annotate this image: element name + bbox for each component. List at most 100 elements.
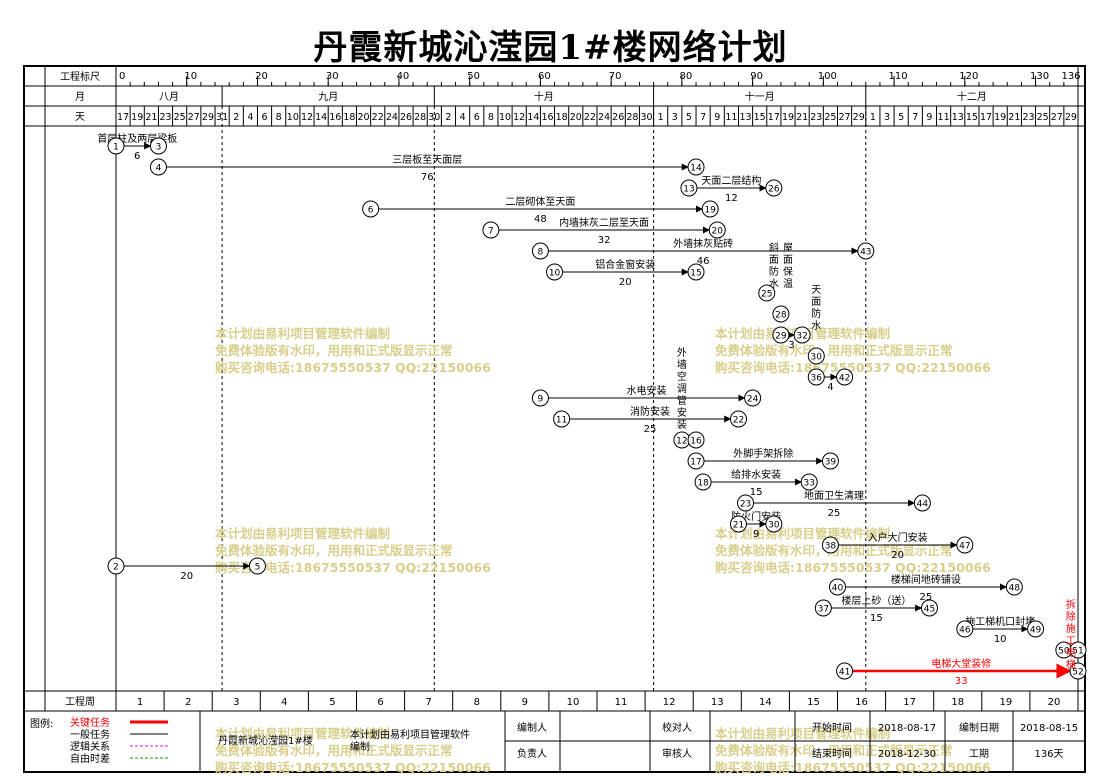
vertical-label-char: 梯: [1066, 658, 1076, 671]
day-label-cell: 8: [488, 112, 494, 123]
task-duration: 46: [697, 256, 710, 267]
node-label: 15: [690, 269, 701, 279]
node-label: 38: [825, 542, 837, 552]
month-label-0: 八月: [159, 91, 179, 103]
node-label: 46: [959, 626, 971, 636]
week-label-cell: 15: [807, 697, 820, 708]
week-label-cell: 13: [711, 697, 724, 708]
day-label-cell: 15: [754, 112, 766, 123]
day-label-cell: 21: [145, 112, 157, 123]
node-label: 29: [775, 332, 787, 342]
day-label-cell: 7: [700, 112, 706, 123]
footer-start-label: 开始时间: [812, 721, 852, 734]
vertical-label-char: 面: [783, 255, 793, 266]
day-label-cell: 27: [839, 112, 851, 123]
task-duration: 9: [753, 529, 759, 540]
task-name: 水电安装: [627, 384, 667, 397]
scale-tick-label: 120: [959, 71, 978, 82]
vertical-label-char: 水: [769, 278, 779, 290]
day-label-cell: 6: [262, 112, 268, 123]
vertical-label-char: 外: [677, 347, 687, 359]
node-circle: [800, 473, 818, 491]
task-duration: 25: [644, 424, 657, 435]
day-label-cell: 10: [287, 112, 299, 123]
node-circle: [956, 620, 974, 638]
node-label: 17: [690, 458, 701, 468]
node-circle: [836, 368, 854, 386]
node-circle: [531, 242, 549, 260]
vertical-label-char: 面: [769, 255, 779, 266]
node-circle: [1069, 662, 1087, 680]
vertical-label-char: 空: [677, 370, 687, 383]
watermark-text: 购买咨询电话:18675550537 QQ:22150066: [715, 360, 991, 375]
watermark-text: 免费体验版有水印，用用和正式版显示正常: [215, 543, 453, 558]
node-circle: [956, 536, 974, 554]
watermark-text: 本计划由易利项目管理软件编制: [715, 726, 890, 741]
node-circle: [1069, 641, 1087, 659]
node-label: 7: [488, 227, 494, 237]
day-label-cell: 30: [428, 112, 440, 123]
node-label: 9: [538, 395, 544, 405]
day-label-cell: 7: [912, 112, 918, 123]
node-label: 30: [811, 353, 823, 363]
month-label-3: 十一月: [745, 90, 775, 103]
node-label: 8: [538, 248, 544, 258]
day-label-cell: 1: [658, 112, 664, 123]
day-label-cell: 27: [1051, 112, 1063, 123]
task-name: 楼层上砂（送）: [841, 594, 911, 607]
node-label: 48: [1009, 584, 1021, 594]
node-circle: [553, 410, 571, 428]
day-label-cell: 22: [584, 112, 596, 123]
node-circle: [857, 242, 875, 260]
task-duration: 48: [534, 214, 547, 225]
task-duration: 32: [598, 235, 611, 246]
node-label: 39: [825, 458, 837, 468]
footer-end-label: 结束时间: [812, 747, 852, 760]
week-label-cell: 2: [185, 697, 191, 708]
day-label-cell: 2: [445, 112, 451, 123]
node-label: 13: [683, 185, 694, 195]
node-circle: [107, 557, 125, 575]
day-label-cell: 21: [1008, 112, 1020, 123]
node-circle: [913, 494, 931, 512]
day-label: 天: [75, 112, 85, 123]
watermark-text: 购买咨询电话:18675550537 QQ:22150066: [215, 760, 491, 775]
node-circle: [546, 263, 564, 281]
week-label-cell: 20: [1048, 697, 1061, 708]
node-circle: [531, 389, 549, 407]
node-circle: [687, 431, 705, 449]
node-circle: [687, 263, 705, 281]
vertical-label-char: 面: [811, 297, 821, 308]
node-label: 51: [1072, 647, 1083, 657]
day-label-cell: 15: [966, 112, 978, 123]
scale-tick-label: 80: [680, 71, 693, 82]
day-label-cell: 20: [570, 112, 582, 123]
node-label: 42: [839, 374, 850, 384]
task-name: 内墙抹灰二层至天面: [559, 216, 649, 229]
node-label: 18: [697, 479, 709, 489]
footer-duration: 136天: [1034, 749, 1063, 760]
week-label: 工程周: [65, 696, 95, 708]
task-name: 消防安装: [630, 405, 670, 418]
scale-tick-label: 100: [818, 71, 837, 82]
watermark-text: 免费体验版有水印，用用和正式版显示正常: [215, 743, 453, 758]
task-name: 楼梯间地砖铺设: [891, 573, 961, 586]
watermark-text: 免费体验版有水印，用用和正式版显示正常: [215, 343, 453, 358]
node-label: 5: [255, 563, 261, 573]
scale-tick-label: 136: [1061, 71, 1080, 82]
node-label: 49: [1030, 626, 1042, 636]
task-name: 地面卫生清理: [804, 489, 864, 502]
day-label-cell: 17: [768, 112, 780, 123]
watermark-text: 本计划由易利项目管理软件编制: [215, 726, 390, 741]
task-duration: 4: [827, 382, 833, 393]
week-label-cell: 1: [137, 697, 143, 708]
footer-software: 本计划由易利项目管理软件: [350, 728, 470, 741]
node-circle: [772, 305, 790, 323]
node-label: 6: [368, 206, 374, 216]
day-label-cell: 11: [938, 112, 950, 123]
month-label-2: 十月: [534, 90, 554, 103]
scale-tick-label: 90: [750, 71, 763, 82]
day-label-cell: 11: [725, 112, 737, 123]
task-duration: 10: [994, 634, 1007, 645]
task-duration: 20: [619, 277, 632, 288]
